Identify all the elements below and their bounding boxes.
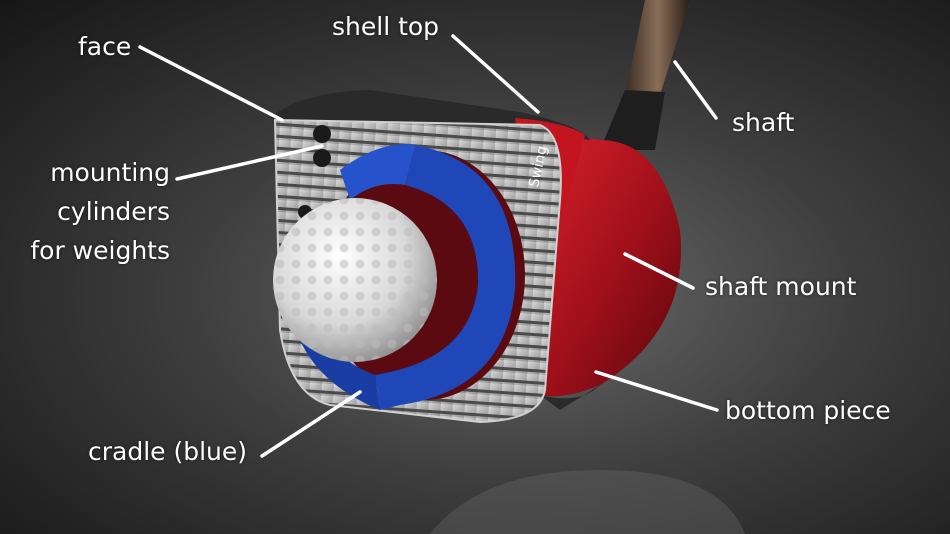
- mounting-cylinders-label-line-2: cylinders: [57, 197, 170, 226]
- shaft-leader-line: [673, 60, 718, 120]
- reflection-shape: [430, 470, 745, 534]
- shaft-mount-label: shaft mount: [705, 272, 857, 301]
- cradle-top-shape: [340, 144, 415, 200]
- cradle-right-shape: [375, 145, 516, 410]
- shell-top-label: shell top: [332, 12, 440, 41]
- face-leader-line: [138, 45, 284, 122]
- mounting-cylinder-1: [313, 125, 331, 143]
- face-label: face: [78, 32, 132, 61]
- shaft-mount-leader-line: [623, 252, 695, 290]
- shaft-ferrule-shape: [600, 90, 665, 150]
- cradle-leader-line: [260, 390, 362, 458]
- bottom-piece-label: bottom piece: [725, 396, 891, 425]
- cradle-label: cradle (blue): [88, 437, 248, 466]
- mounting-cylinders-label-line-3: for weights: [30, 236, 170, 265]
- shell-top-leader-line: [451, 34, 540, 114]
- mounting-cylinders-leader-line: [175, 144, 324, 181]
- mounting-cylinder-2: [313, 149, 331, 167]
- golf-ball-dimples: [273, 198, 437, 362]
- bottom-piece-shape: [540, 385, 600, 410]
- shaft-shape: [625, 0, 690, 95]
- mounting-cylinders-label-line-1: mounting: [50, 158, 170, 187]
- bottom-piece-leader-line: [594, 370, 719, 412]
- shaft-label: shaft: [732, 108, 795, 137]
